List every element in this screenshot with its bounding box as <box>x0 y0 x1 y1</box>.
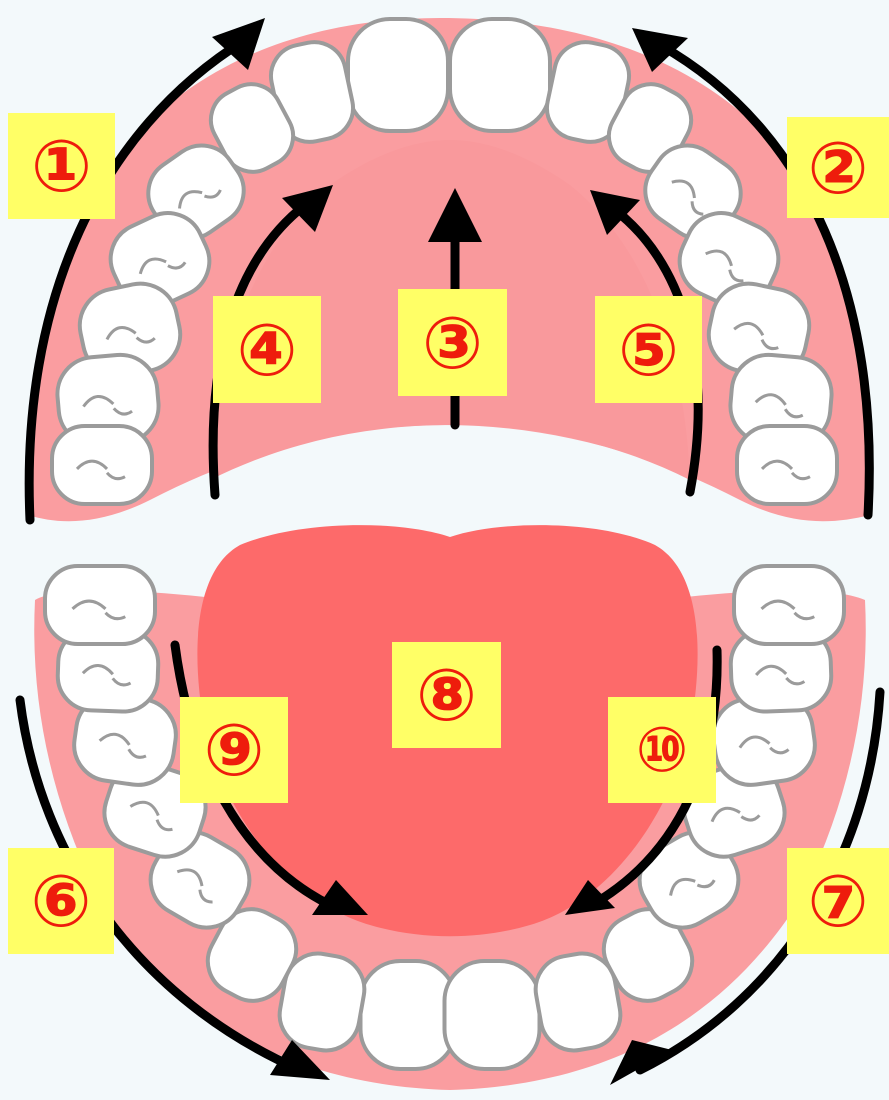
label-4: ④ <box>213 296 321 403</box>
tooth <box>52 426 152 504</box>
label-5: ⑤ <box>595 296 702 403</box>
tooth <box>734 566 844 644</box>
label-9: ⑨ <box>180 697 288 803</box>
tooth <box>45 566 155 644</box>
label-6: ⑥ <box>8 848 114 954</box>
label-3: ③ <box>398 289 507 396</box>
label-2: ② <box>787 117 889 218</box>
label-1: ① <box>8 113 115 219</box>
tooth <box>450 19 550 131</box>
label-10: ⑩ <box>608 697 716 803</box>
tooth <box>737 426 837 504</box>
tooth <box>348 19 448 131</box>
label-7: ⑦ <box>787 848 889 954</box>
tooth <box>361 961 456 1069</box>
label-8: ⑧ <box>392 642 501 748</box>
tooth <box>445 961 540 1069</box>
